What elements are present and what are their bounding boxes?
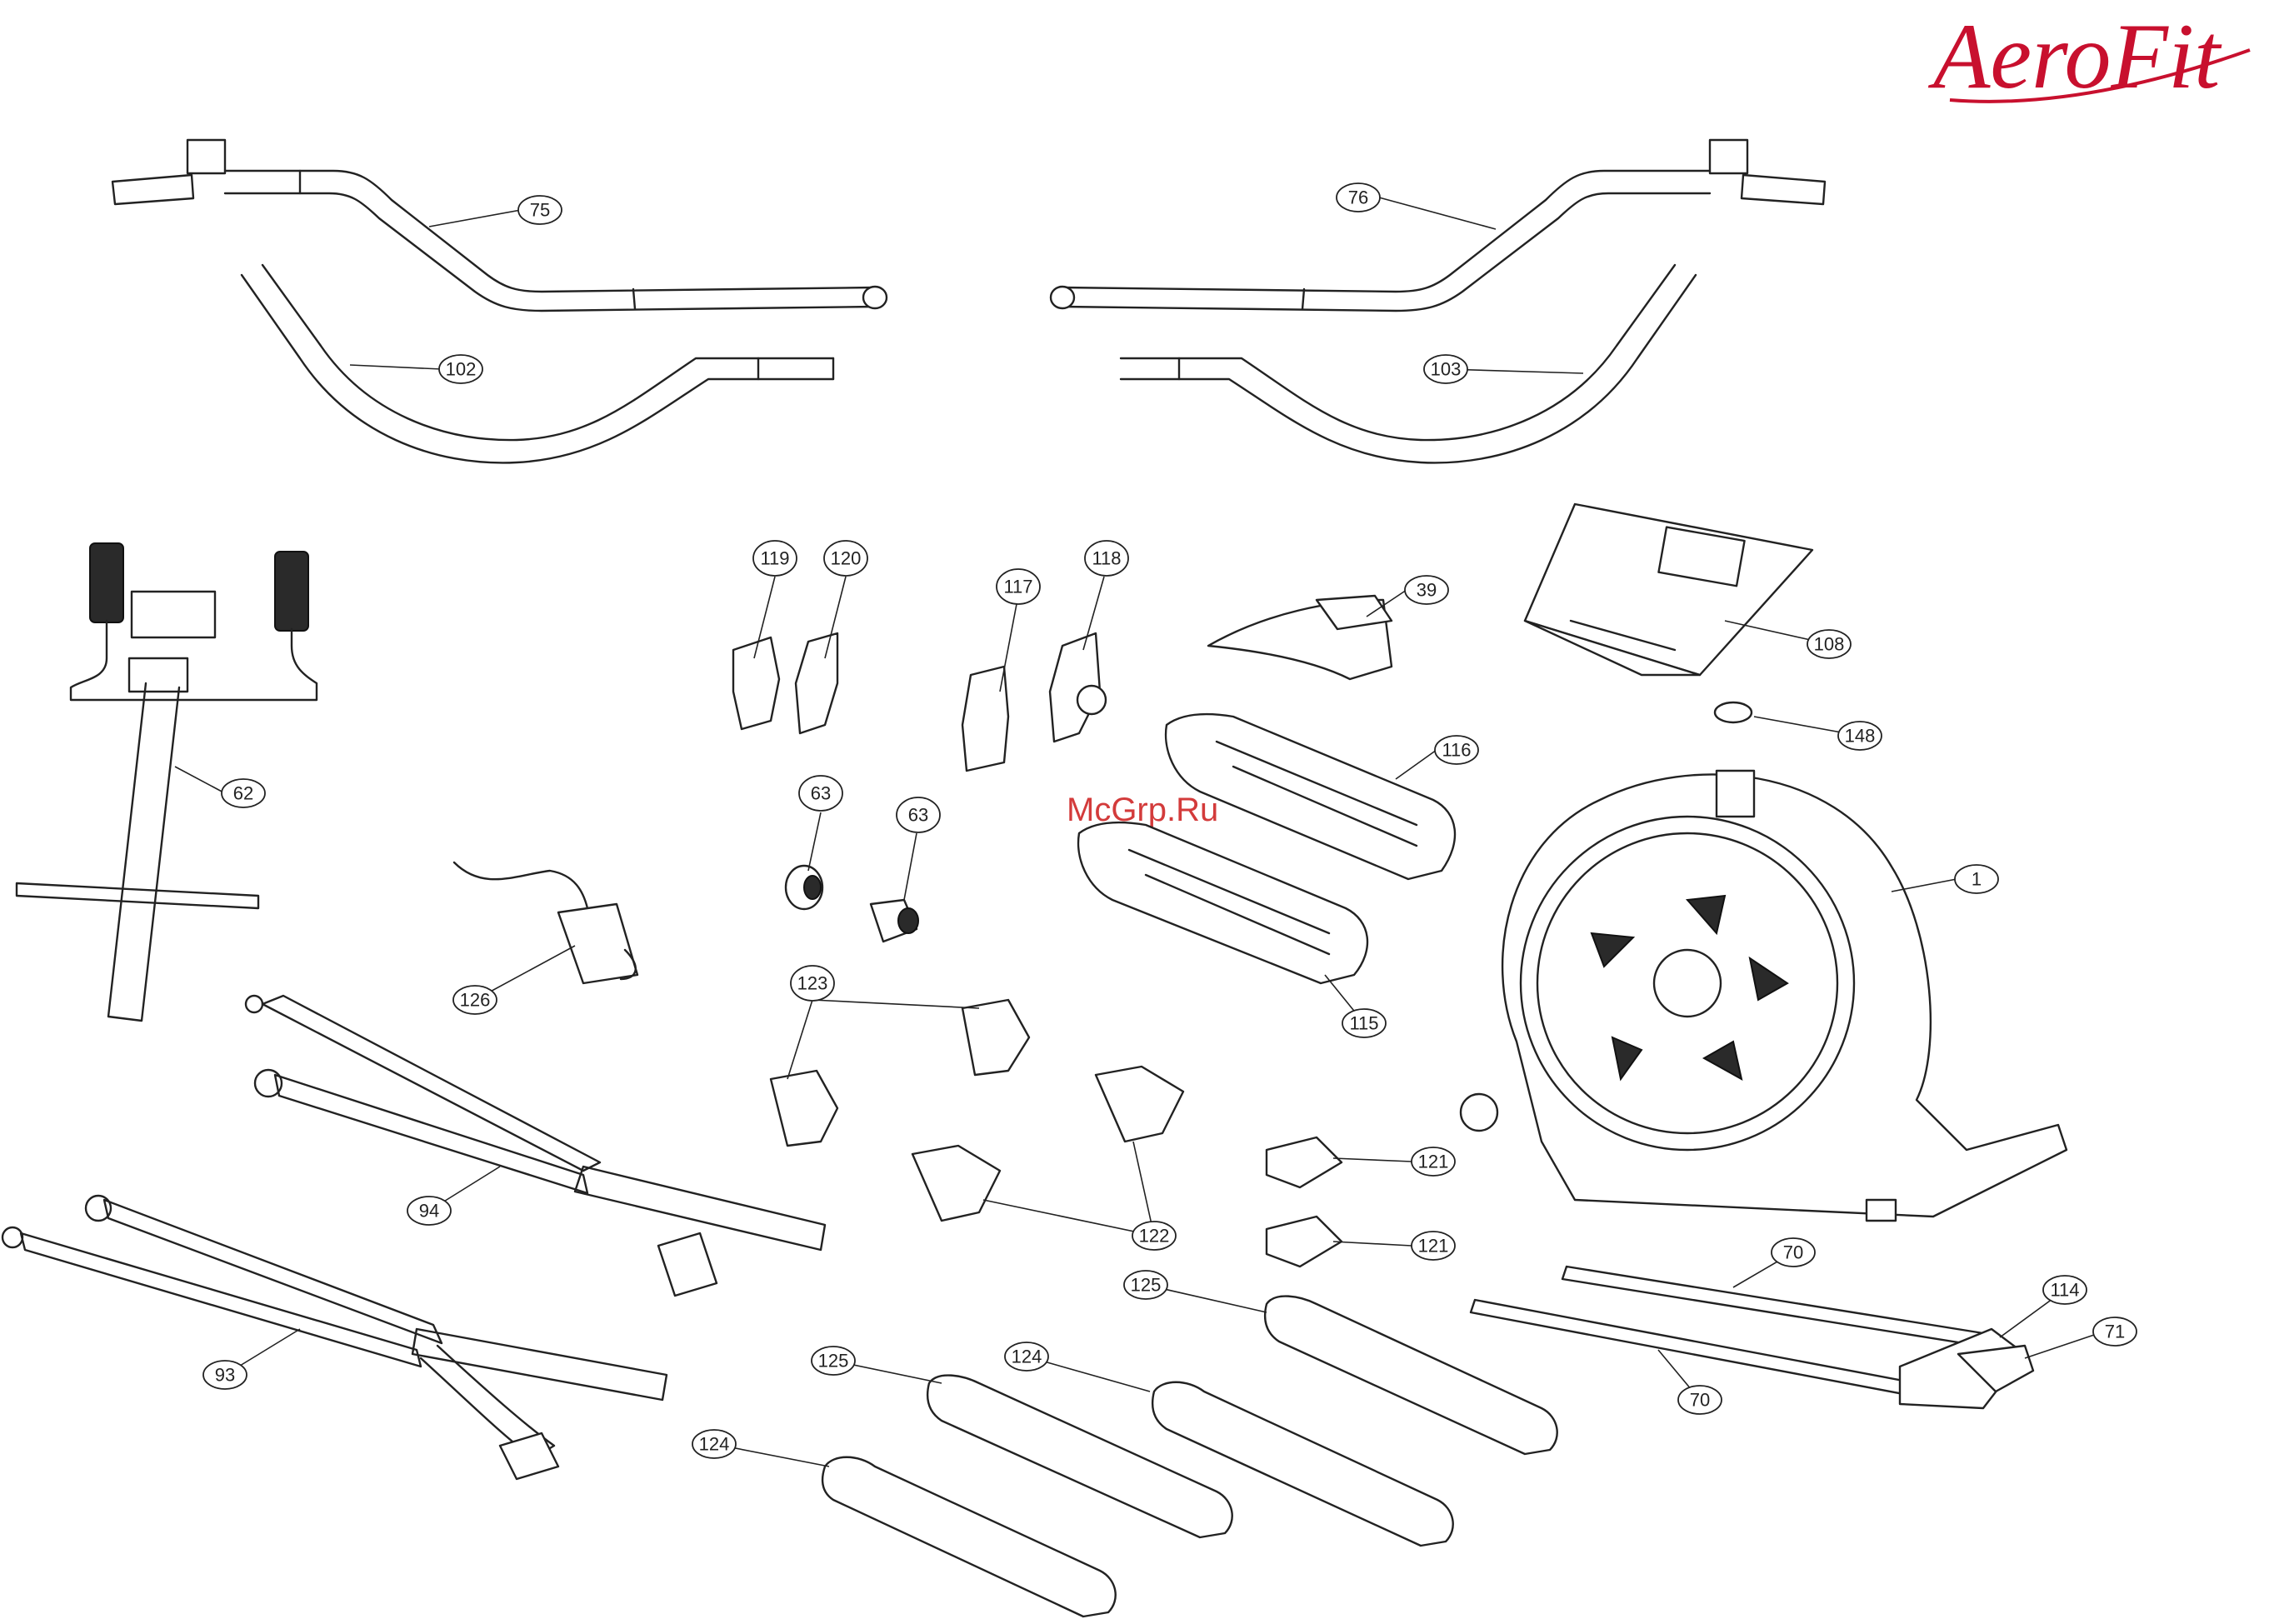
svg-text:103: 103 (1431, 359, 1462, 380)
callout-114: 114 (2043, 1276, 2087, 1304)
part-70-rail-a (1562, 1267, 1983, 1346)
callout-126: 126 (453, 986, 497, 1014)
watermark-text: McGrp.Ru (1067, 792, 1218, 828)
callout-1: 1 (1955, 865, 1998, 893)
part-75-upper-handle-left (112, 140, 887, 311)
svg-text:120: 120 (831, 548, 862, 569)
callout-102: 102 (439, 355, 482, 383)
part-148-cap (1715, 702, 1752, 722)
callout-125a: 125 (1124, 1271, 1167, 1299)
callout-124b: 124 (692, 1430, 736, 1458)
svg-text:124: 124 (699, 1434, 730, 1455)
callout-115: 115 (1342, 1009, 1386, 1037)
aerofit-logo: AeroFit (1927, 5, 2250, 108)
callout-123: 123 (791, 966, 834, 1001)
svg-text:125: 125 (818, 1351, 849, 1372)
svg-text:115: 115 (1349, 1013, 1378, 1034)
part-102-lower-arm-left (242, 265, 833, 462)
svg-text:71: 71 (2105, 1322, 2125, 1342)
svg-text:62: 62 (233, 783, 253, 804)
callout-120: 120 (824, 541, 867, 576)
part-120-cover (796, 633, 837, 733)
svg-text:116: 116 (1442, 740, 1471, 761)
callout-117: 117 (997, 569, 1040, 604)
svg-text:126: 126 (460, 990, 491, 1011)
callout-122: 122 (1132, 1222, 1176, 1250)
svg-text:125: 125 (1131, 1275, 1162, 1296)
callout-121a: 121 (1412, 1147, 1455, 1176)
svg-text:70: 70 (1783, 1242, 1803, 1263)
callout-125b: 125 (812, 1347, 855, 1375)
part-63-cap-a (786, 866, 822, 909)
callout-148: 148 (1838, 722, 1882, 750)
svg-text:1: 1 (1972, 869, 1982, 890)
svg-text:63: 63 (908, 805, 928, 826)
part-122-cover-a (1096, 1067, 1183, 1142)
svg-text:102: 102 (446, 359, 477, 380)
callout-103: 103 (1424, 355, 1467, 383)
svg-text:124: 124 (1012, 1347, 1042, 1367)
part-39-console-cover (1208, 596, 1392, 679)
callout-108: 108 (1807, 630, 1851, 658)
callout-94: 94 (407, 1197, 451, 1225)
callout-116: 116 (1435, 736, 1478, 764)
svg-text:75: 75 (530, 200, 550, 221)
part-70-rail-b (1471, 1300, 1917, 1396)
part-94-pedal-arm (246, 996, 825, 1296)
part-123-cover-a (962, 1000, 1029, 1075)
svg-text:93: 93 (215, 1365, 235, 1386)
svg-text:94: 94 (419, 1201, 439, 1222)
callout-121b: 121 (1412, 1232, 1455, 1260)
part-108-console (1525, 504, 1812, 675)
svg-text:70: 70 (1690, 1390, 1710, 1411)
svg-text:76: 76 (1348, 187, 1368, 208)
part-118-cover (1050, 633, 1106, 742)
svg-text:121: 121 (1418, 1236, 1449, 1257)
part-63-cap-b (871, 900, 918, 942)
part-1-main-frame (1461, 771, 2067, 1221)
callout-124a: 124 (1005, 1342, 1048, 1371)
part-121-cap-a (1267, 1137, 1342, 1187)
callout-76: 76 (1337, 183, 1380, 212)
callout-119: 119 (753, 541, 797, 576)
part-123-cover-b (771, 1071, 837, 1146)
svg-text:118: 118 (1092, 548, 1121, 569)
callout-71: 71 (2093, 1317, 2137, 1346)
part-103-lower-arm-right (1121, 265, 1696, 462)
svg-text:39: 39 (1417, 580, 1437, 601)
svg-text:108: 108 (1814, 634, 1845, 655)
part-62-handlebar-mast (17, 543, 317, 1021)
svg-text:117: 117 (1003, 577, 1032, 597)
callout-118: 118 (1085, 541, 1128, 576)
svg-text:121: 121 (1418, 1152, 1449, 1172)
part-122-cover-b (912, 1146, 1000, 1221)
part-126-power-adapter (454, 862, 637, 983)
part-93-pedal-arm (2, 1196, 667, 1479)
callout-70a: 70 (1772, 1238, 1815, 1267)
callout-63b: 63 (897, 797, 940, 832)
svg-text:63: 63 (811, 783, 831, 804)
svg-text:114: 114 (2050, 1280, 2079, 1301)
part-121-cap-b (1267, 1217, 1342, 1267)
callout-63a: 63 (799, 776, 842, 811)
callout-75: 75 (518, 196, 562, 224)
part-76-upper-handle-right (1051, 140, 1825, 311)
svg-text:119: 119 (760, 548, 789, 569)
part-124-rail-cover-a (822, 1457, 1116, 1617)
callout-70b: 70 (1678, 1386, 1722, 1414)
svg-text:123: 123 (797, 973, 828, 994)
callout-39: 39 (1405, 576, 1448, 604)
part-115-pedal (1078, 822, 1367, 983)
svg-text:122: 122 (1139, 1226, 1170, 1247)
svg-text:148: 148 (1845, 726, 1876, 747)
brand-logo-text: AeroFit (1927, 5, 2222, 108)
callout-62: 62 (222, 779, 265, 807)
callout-93: 93 (203, 1361, 247, 1389)
